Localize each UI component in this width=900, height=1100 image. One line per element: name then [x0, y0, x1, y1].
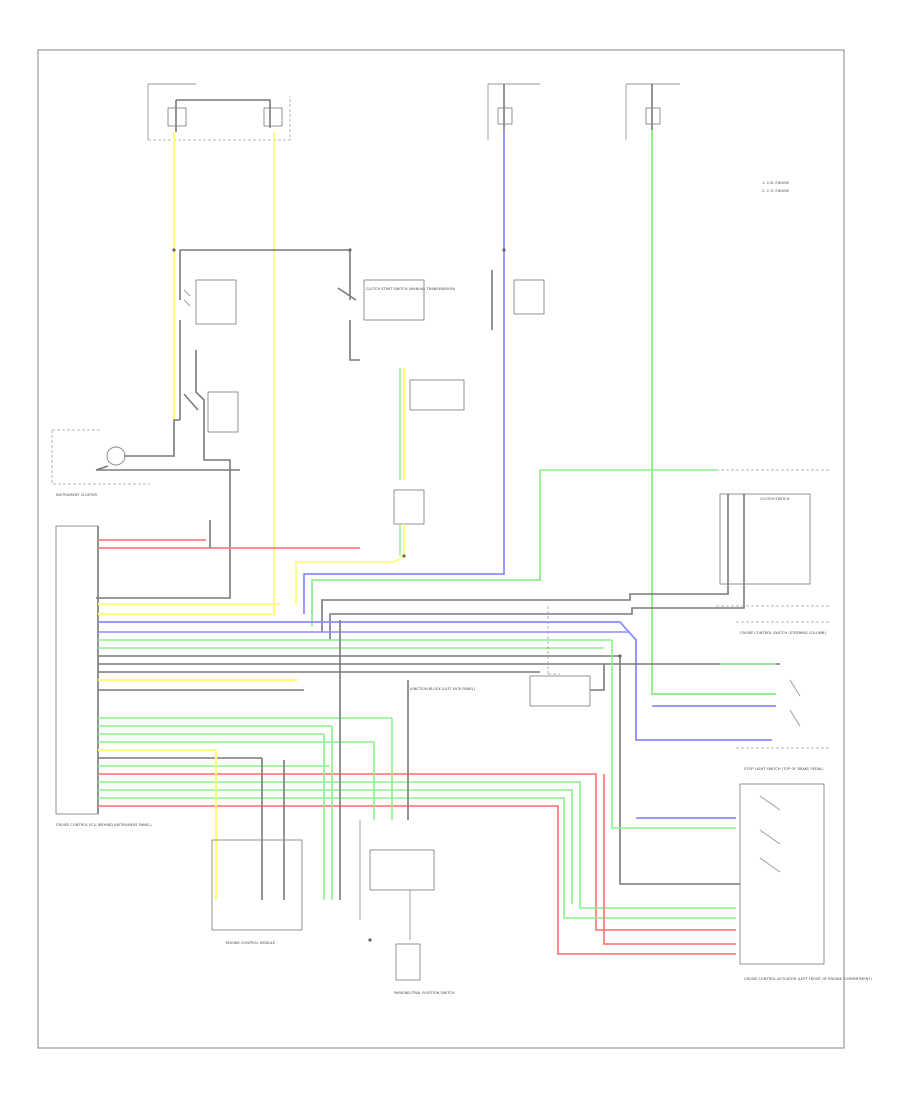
legend-item-1: 1. 2.0L ENGINE [762, 181, 790, 185]
cruise-main-indicator-relay [183, 279, 237, 325]
wire-gray-cluster [96, 350, 231, 599]
cruise-switch-label: CRUISE CONTROL SWITCH (STEERING COLUMN) [740, 631, 826, 635]
clutch-switch: CLUTCH SWITCH [311, 469, 830, 640]
stop-light-switch-label: STOP LIGHT SWITCH (TOP OF BRAKE PEDAL) [744, 767, 824, 771]
wire-blue-stop [303, 130, 505, 614]
junction-block: JUNCTION BLOCK (LEFT KICK PANEL) [409, 604, 605, 707]
ecu-harness [98, 539, 780, 955]
ecm-label: ENGINE CONTROL MODULE [226, 941, 276, 945]
park-neutral-label: PARK/NEUTRAL POSITION SWITCH [394, 991, 455, 995]
junction-block-label: JUNCTION BLOCK (LEFT KICK PANEL) [409, 687, 476, 691]
diagram-frame [37, 49, 845, 1049]
wire-green-right [651, 130, 776, 695]
clutch-start-switch: CLUTCH START SWITCH (MANUAL TRANSMISSION… [337, 279, 456, 321]
cruise-actuator-label: CRUISE CONTROL ACTUATOR (LEFT FRONT OF E… [744, 977, 873, 981]
fuse-block-right [487, 83, 680, 140]
cruise-switch: CRUISE CONTROL SWITCH (STEERING COLUMN) [652, 621, 830, 749]
wire-gray-relay [180, 249, 351, 300]
clutch-switch-label: CLUTCH SWITCH [760, 497, 790, 501]
splice-dots [172, 248, 622, 942]
clutch-start-switch-label: CLUTCH START SWITCH (MANUAL TRANSMISSION… [366, 287, 456, 291]
park-neutral-module: PARK/NEUTRAL POSITION SWITCH [359, 680, 455, 995]
indicator-bulb-icon [106, 446, 126, 466]
ecm-drop-wires: ENGINE CONTROL MODULE [209, 520, 341, 945]
engine-legend: 1. 2.0L ENGINE 2. 2.7L ENGINE [762, 181, 790, 193]
legend-item-2: 2. 2.7L ENGINE [762, 189, 790, 193]
instrument-cluster-indicator: INSTRUMENT CLUSTER [51, 419, 240, 497]
data-link-connector [295, 368, 465, 604]
cruise-ecu-label: CRUISE CONTROL ECU (BEHIND INSTRUMENT PA… [56, 823, 152, 827]
cruise-actuator: STOP LIGHT SWITCH (TOP OF BRAKE PEDAL) C… [611, 640, 873, 981]
fuse-block-left [147, 83, 291, 141]
instrument-cluster-label: INSTRUMENT CLUSTER [56, 493, 97, 497]
stop-light-fuse [491, 270, 545, 330]
brake-switch-indicator [183, 391, 239, 433]
